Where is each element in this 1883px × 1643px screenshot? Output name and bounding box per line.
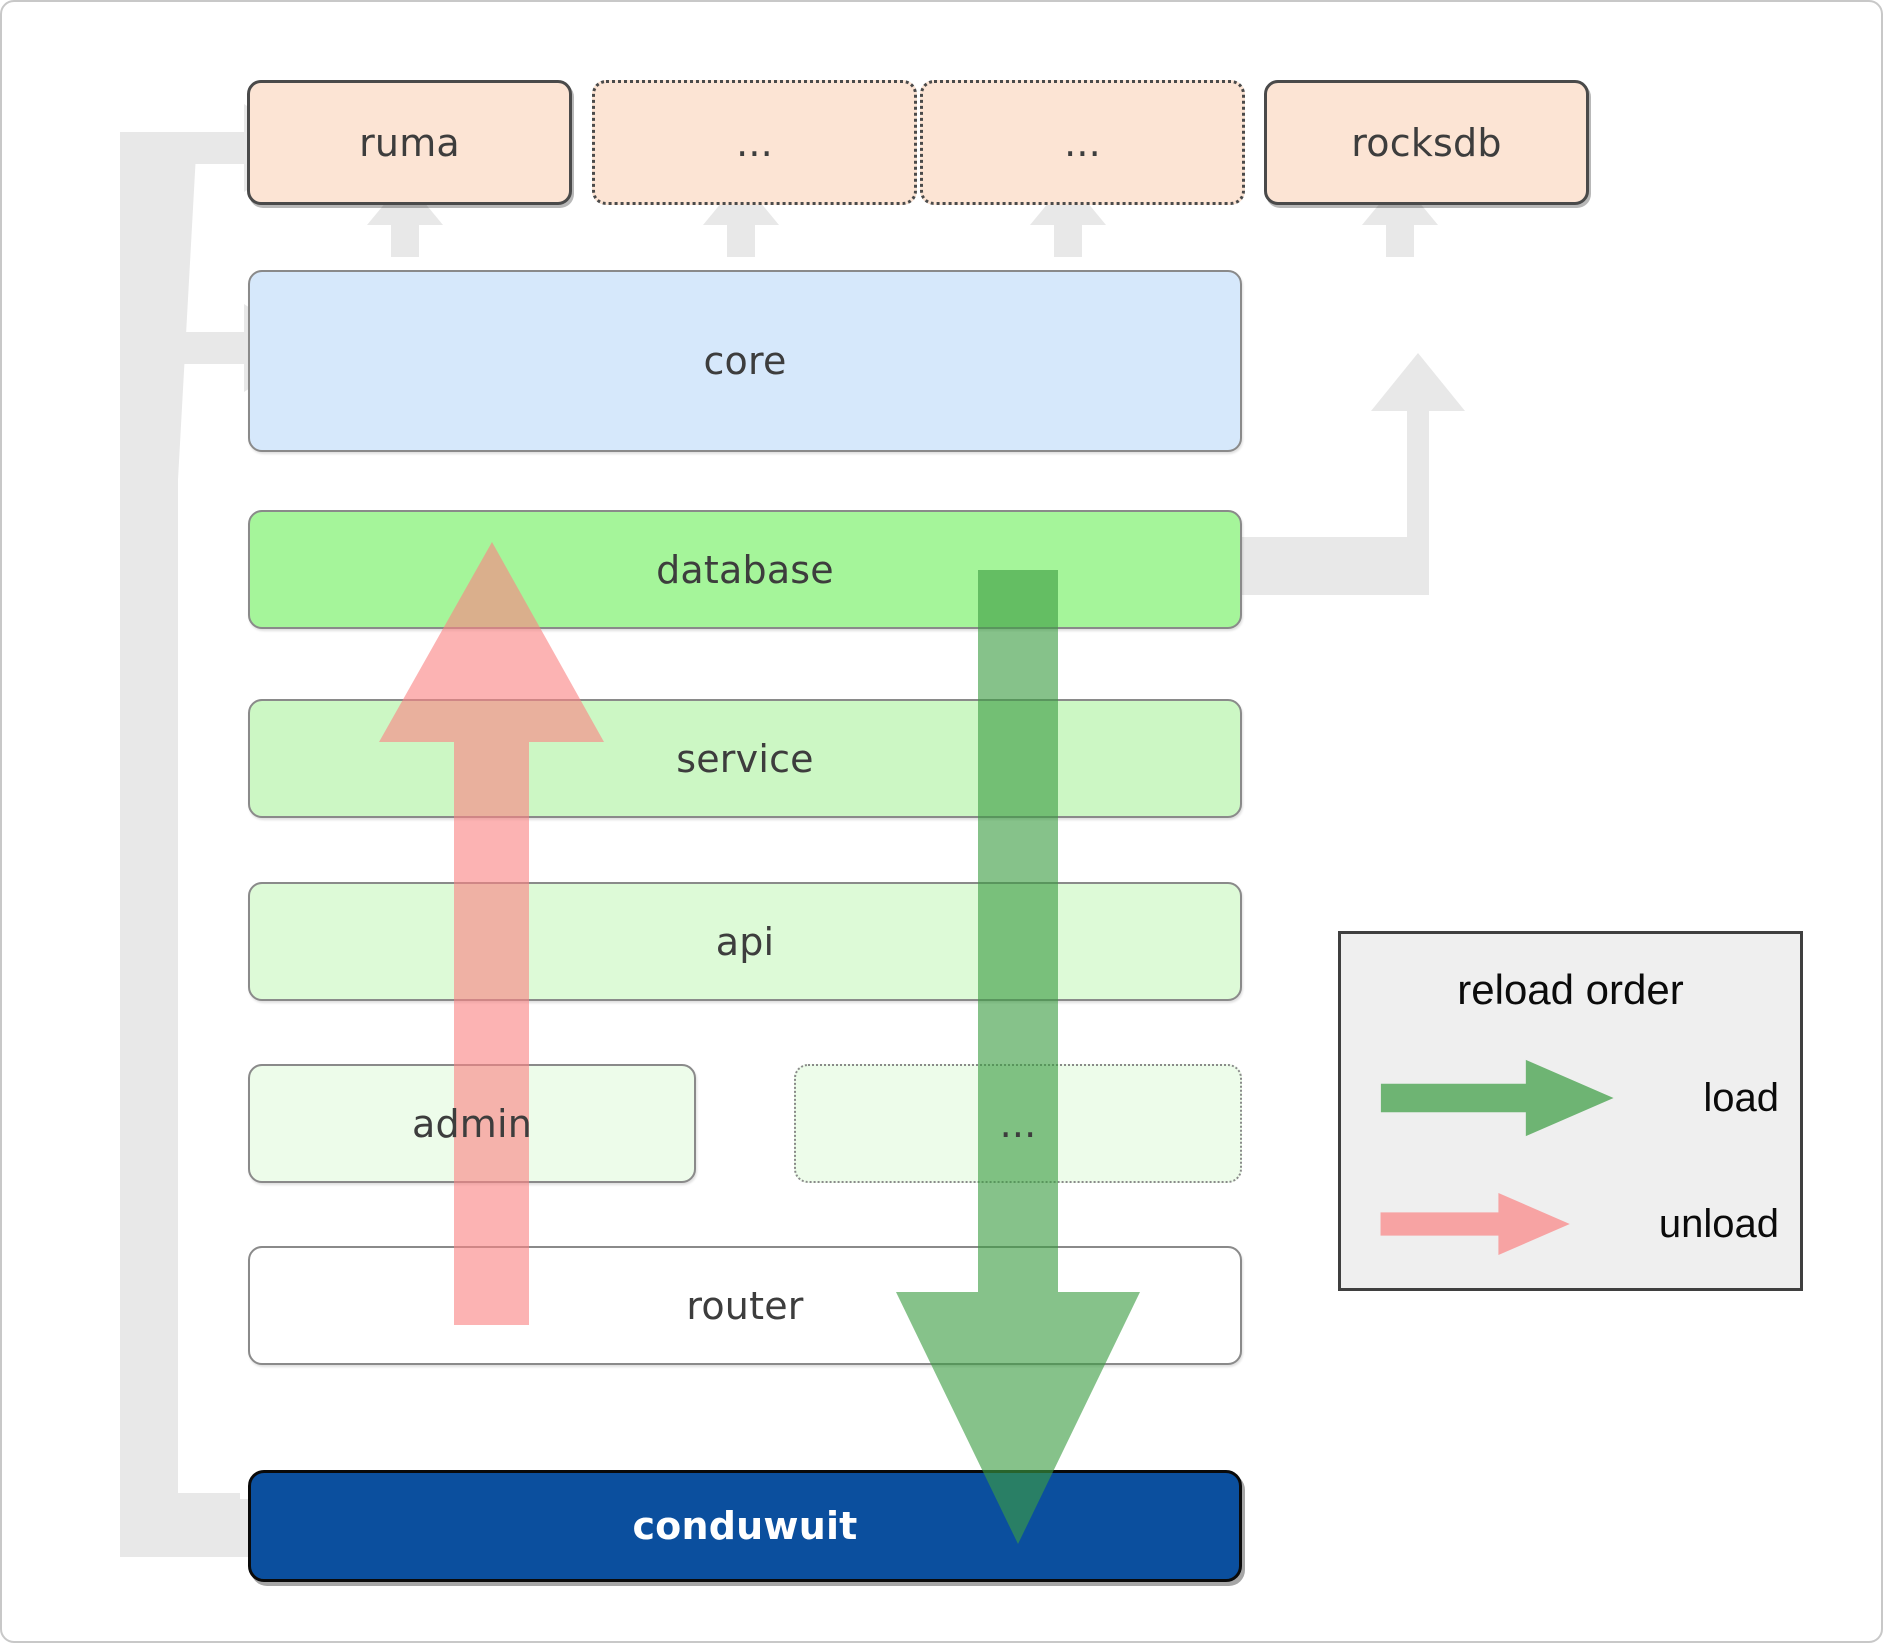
binary-node-conduwuit[interactable]: conduwuit (248, 1470, 1242, 1582)
legend-label-load: load (1703, 1075, 1779, 1120)
layer-label-database: database (656, 547, 834, 592)
dependency-node-dep3[interactable]: ... (920, 80, 1245, 205)
connector-database-to-rocksdb (1232, 353, 1465, 595)
dependency-node-dep2[interactable]: ... (592, 80, 917, 205)
legend-row-load: load (1379, 1056, 1779, 1140)
binary-label-conduwuit: conduwuit (632, 1504, 858, 1548)
layer-node-api[interactable]: api (248, 882, 1242, 1001)
dependency-label-rocksdb: rocksdb (1351, 120, 1502, 165)
legend-label-unload: unload (1658, 1201, 1779, 1246)
layer-node-router[interactable]: router (248, 1246, 1242, 1365)
dependency-node-ruma[interactable]: ruma (247, 80, 572, 205)
layer-label-api: api (715, 919, 775, 964)
legend-panel: reload order load unload (1338, 931, 1803, 1291)
dependency-label-dep2: ... (736, 120, 773, 165)
dependency-node-rocksdb[interactable]: rocksdb (1264, 80, 1589, 205)
layer-node-admin[interactable]: admin (248, 1064, 696, 1183)
layer-label-router: router (686, 1283, 804, 1328)
load-arrow-icon (1380, 1059, 1614, 1137)
layer-label-admin: admin (411, 1101, 533, 1146)
connector-left-rail-vertical (120, 132, 178, 1529)
layer-node-moredots[interactable]: ... (794, 1064, 1242, 1183)
layer-node-database[interactable]: database (248, 510, 1242, 629)
layer-node-service[interactable]: service (248, 699, 1242, 818)
layer-label-moredots: ... (999, 1101, 1037, 1146)
unload-arrow-icon (1380, 1192, 1570, 1256)
legend-row-unload: unload (1379, 1182, 1779, 1266)
legend-title: reload order (1457, 966, 1684, 1013)
layer-node-core[interactable]: core (248, 270, 1242, 452)
connector-conduwuit-to-left-rail (120, 154, 240, 1529)
layer-label-core: core (703, 339, 787, 383)
connector-conduwuit-stub (120, 1499, 250, 1557)
dependency-label-dep3: ... (1064, 120, 1101, 165)
layer-label-service: service (676, 736, 814, 781)
dependency-label-ruma: ruma (359, 120, 460, 165)
